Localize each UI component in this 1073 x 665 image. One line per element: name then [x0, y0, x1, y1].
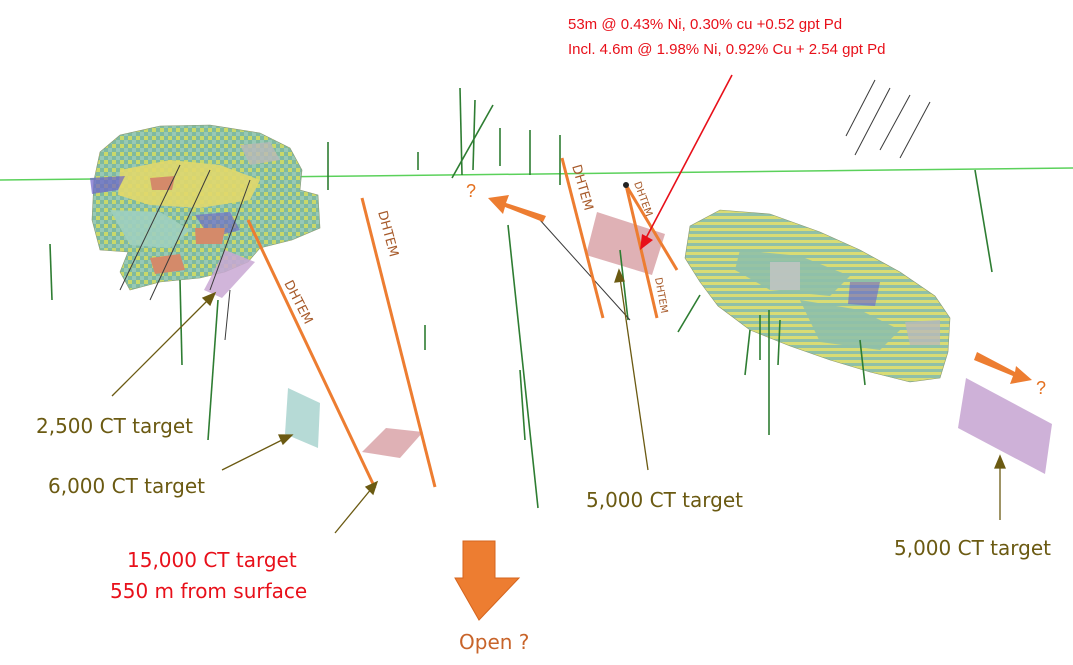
- target-label-6000: 6,000 CT target: [48, 474, 205, 498]
- left-ore-body: [90, 124, 321, 291]
- annotation-arrow: [644, 74, 733, 241]
- assay-annotation-line2: Incl. 4.6m @ 1.98% Ni, 0.92% Cu + 2.54 g…: [568, 41, 886, 58]
- open-arrow-down: [454, 540, 521, 621]
- drillholes: [49, 87, 993, 509]
- plate-5000-center-target: [586, 212, 665, 275]
- target-depth-label: 550 m from surface: [110, 579, 308, 603]
- open-arrow-left: [488, 195, 546, 222]
- open-depth-label: Open ?: [459, 630, 530, 654]
- target-label-2500: 2,500 CT target: [36, 414, 193, 438]
- drillholes-dark: [119, 79, 931, 341]
- collar-dot: [623, 182, 629, 188]
- question-mark-left: ?: [466, 181, 477, 201]
- plate-2500-target: [204, 250, 255, 298]
- question-mark-right: ?: [1036, 378, 1047, 398]
- target-label-5000-right: 5,000 CT target: [894, 536, 1051, 560]
- plate-6000-target: [285, 388, 320, 448]
- plate-15000-target: [362, 428, 423, 458]
- target-label-5000-center: 5,000 CT target: [586, 488, 743, 512]
- plate-5000-right-target: [958, 378, 1052, 474]
- right-ore-body: [684, 209, 951, 383]
- open-arrow-right: [974, 352, 1032, 384]
- dhtem-label-3: DHTEM: [568, 163, 595, 212]
- dhtem-label-2: DHTEM: [374, 209, 401, 258]
- annotation-arrowhead: [640, 234, 653, 250]
- target-pointers: [111, 268, 1006, 534]
- assay-annotation-line1: 53m @ 0.43% Ni, 0.30% cu +0.52 gpt Pd: [568, 16, 843, 33]
- target-label-15000: 15,000 CT target: [127, 548, 297, 572]
